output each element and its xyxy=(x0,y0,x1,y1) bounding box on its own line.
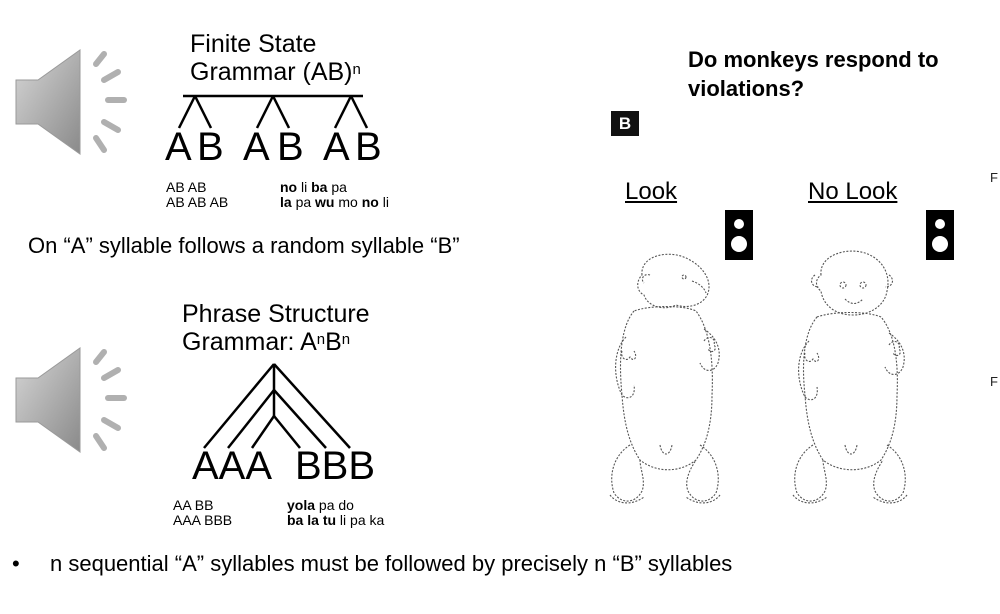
syllable: la xyxy=(280,194,292,210)
right-title-line1: Do monkeys respond to xyxy=(688,47,939,72)
psg-example: AAA BBB xyxy=(173,512,233,528)
fsg-title-line2: Grammar (AB) xyxy=(190,58,353,86)
psg-title-line1: Phrase Structure xyxy=(182,300,370,328)
edge-label: F xyxy=(990,170,998,185)
syllable: no xyxy=(361,194,379,210)
syllable: ba xyxy=(287,512,304,528)
psg-examples-left: AA BB AAA BBB xyxy=(173,498,232,528)
fsg-examples-left: AB AB AB AB AB xyxy=(166,180,228,210)
psg-title-line2: Grammar: A xyxy=(182,328,317,356)
syllable: mo xyxy=(334,194,362,210)
bullet-glyph: • xyxy=(12,551,20,576)
psg-sequence-a: AAA xyxy=(192,444,273,488)
psg-title-sup: n xyxy=(316,331,326,348)
monkey-nolook-illustration xyxy=(792,250,908,504)
syllable: wu xyxy=(315,194,335,210)
right-title-line2: violations? xyxy=(688,76,805,101)
look-label: Look xyxy=(625,178,678,205)
syllable-example: la pa wu mo no li xyxy=(280,195,389,210)
panel-label: B xyxy=(611,111,639,136)
psg-title: Phrase Structure Grammar: AnBn xyxy=(182,300,370,356)
fsg-symbol-a: A xyxy=(243,125,272,169)
fsg-title-sup: n xyxy=(352,61,361,78)
psg-title-line2-b: B xyxy=(325,328,342,356)
loudspeaker-icon xyxy=(926,210,954,260)
fsg-example: AB AB AB xyxy=(166,194,229,210)
syllable: la xyxy=(307,512,319,528)
right-title: Do monkeys respond to violations? xyxy=(688,45,939,103)
fsg-title-line1: Finite State xyxy=(190,30,317,58)
fsg-title: Finite State Grammar (AB)n xyxy=(190,30,361,86)
syllable: pa xyxy=(327,179,347,195)
fsg-symbol-b: B xyxy=(197,125,226,169)
syllable: la xyxy=(303,497,316,513)
syllable-example: yola pa do xyxy=(287,498,384,513)
footer-text: n sequential “A” syllables must be follo… xyxy=(50,551,733,576)
speaker-icon[interactable] xyxy=(10,340,140,460)
syllable: pa do xyxy=(315,497,354,513)
footer-bullet-line: • n sequential “A” syllables must be foll… xyxy=(12,551,732,577)
fsg-example: AB AB xyxy=(166,179,207,195)
fsg-symbol-b: B xyxy=(355,125,384,169)
psg-title-sup: n xyxy=(341,331,351,348)
fsg-symbol-a: A xyxy=(165,125,194,169)
monkey-look-illustration xyxy=(609,253,721,504)
edge-label: F xyxy=(990,374,998,389)
psg-example: AA BB xyxy=(173,497,214,513)
syllable: pa xyxy=(291,194,316,210)
syllable-example: no li ba pa xyxy=(280,180,389,195)
fsg-caption: On “A” syllable follows a random syllabl… xyxy=(28,233,460,258)
fsg-tree xyxy=(177,94,369,129)
syllable: li pa ka xyxy=(336,512,385,528)
syllable: yo xyxy=(287,497,304,513)
syllable: ba xyxy=(311,179,328,195)
speaker-icon[interactable] xyxy=(10,42,140,162)
syllable: li xyxy=(297,179,312,195)
syllable: li xyxy=(378,194,389,210)
nolook-label: No Look xyxy=(808,178,898,205)
syllable: no xyxy=(280,179,298,195)
syllable-example: ba la tu li pa ka xyxy=(287,513,384,528)
psg-tree xyxy=(203,363,351,449)
fsg-symbol-b: B xyxy=(277,125,306,169)
psg-sequence-b: BBB xyxy=(295,444,376,488)
loudspeaker-icon xyxy=(725,210,753,260)
syllable: tu xyxy=(322,512,337,528)
fsg-symbol-a: A xyxy=(323,125,352,169)
